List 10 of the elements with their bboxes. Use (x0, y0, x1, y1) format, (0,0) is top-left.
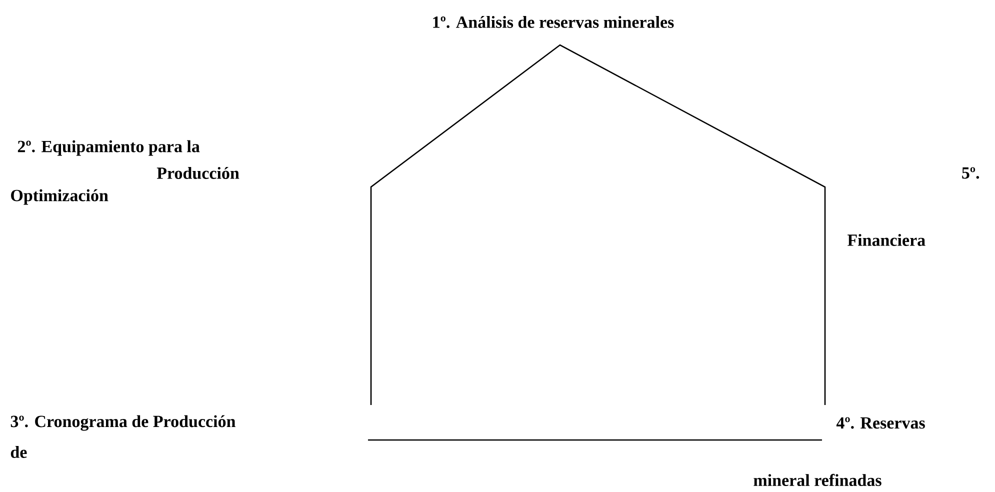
step-label: 3º. Cronograma de Producción (10, 415, 236, 431)
step-label: mineral refinadas (754, 474, 882, 486)
step-label: Producción (156, 166, 240, 179)
step-label: 5º. (962, 167, 980, 179)
step-label: 1º. Análisis de reservas minerales (433, 16, 674, 28)
step-label: 4º. Reservas (836, 417, 925, 429)
step-label: de (10, 446, 27, 458)
step-label: Financiera (848, 234, 926, 246)
step-label: 2º. Equipamiento para la (18, 140, 200, 156)
step-label: Optimización (11, 189, 108, 205)
